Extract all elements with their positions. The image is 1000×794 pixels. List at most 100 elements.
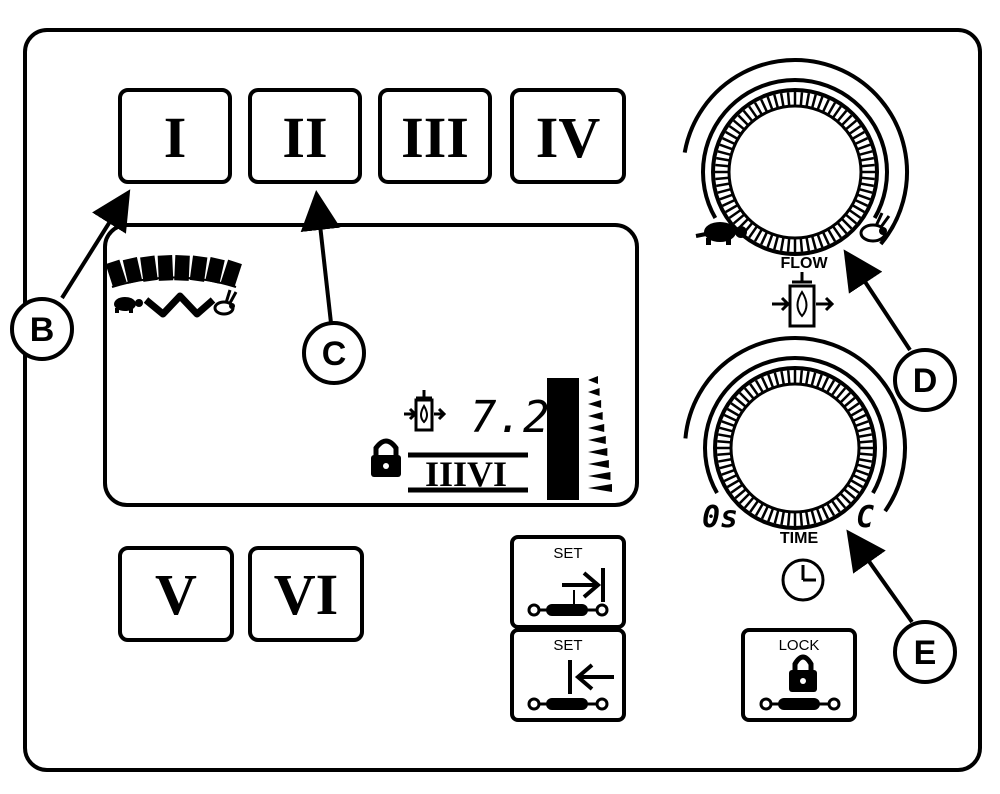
time-dial[interactable] [683, 336, 907, 530]
knurl-tooth [848, 208, 862, 219]
callout-C: C [302, 321, 366, 385]
button-VI-label: VI [274, 562, 338, 627]
knurl-tooth [717, 150, 732, 157]
flow-tick-marks [588, 376, 612, 492]
lcd-flow-value: 7.2 [470, 392, 549, 443]
knurl-tooth [753, 102, 764, 116]
callout-E-leader [846, 529, 914, 624]
flow-tick [588, 400, 602, 408]
cylinder-icon [759, 697, 841, 711]
knurl-tooth [717, 439, 732, 444]
flow-tick [588, 376, 598, 384]
knurl-tooth [825, 502, 836, 517]
knurl-tooth [717, 433, 733, 439]
knurl-tooth [749, 499, 760, 513]
knurl-tooth [860, 163, 875, 168]
rabbit-icon [859, 212, 891, 243]
knurl-tooth [754, 379, 765, 394]
knurl-tooth [843, 488, 856, 500]
knurl-tooth [856, 463, 871, 470]
cylinder-icon [527, 590, 609, 617]
flow-tick [588, 424, 605, 432]
knurl-tooth [742, 109, 754, 123]
time-dial-outer-arc [683, 336, 907, 513]
knurl-tooth [786, 92, 791, 107]
knurl-tooth [844, 119, 858, 131]
knurl-tooth [840, 217, 853, 230]
time-min-label: 0s [702, 500, 738, 535]
set-retract-button[interactable]: SET [510, 628, 626, 722]
speed-bar-segment [105, 259, 127, 287]
knurl-tooth [721, 198, 736, 207]
set-extend-button[interactable]: SET [510, 535, 626, 629]
knurl-tooth [826, 228, 837, 242]
button-I-label: I [164, 105, 187, 170]
knurl-tooth [815, 374, 823, 389]
knurl-tooth [760, 505, 770, 520]
callout-D: D [893, 348, 957, 412]
knurl-tooth [719, 463, 734, 470]
knurl-tooth [831, 225, 842, 239]
knurl-tooth [715, 182, 731, 188]
button-V-label: V [155, 562, 197, 627]
knurl-tooth [810, 372, 817, 387]
knurl-tooth [849, 407, 864, 418]
knurl-tooth [721, 468, 736, 476]
knurl-tooth [844, 213, 858, 225]
knurl-tooth [860, 176, 875, 181]
flow-bar-segment [547, 378, 579, 409]
button-II[interactable]: II [248, 88, 362, 184]
callout-B: B [10, 297, 74, 361]
arrow-to-stop-icon [562, 568, 605, 602]
knurl-tooth [738, 391, 751, 404]
lcd-lock-icon [371, 438, 401, 477]
knurl-tooth [826, 102, 837, 116]
callout-C-letter: C [322, 335, 347, 373]
knurl-tooth [786, 511, 791, 526]
knurl-tooth [854, 468, 869, 476]
knurl-tooth [743, 496, 755, 509]
knurl-tooth [773, 372, 780, 387]
knurl-tooth [804, 510, 810, 526]
knurl-tooth [715, 176, 730, 181]
lock-button[interactable]: LOCK [741, 628, 857, 722]
flow-dial[interactable] [682, 58, 909, 256]
flow-tick [588, 448, 608, 456]
knurl-tooth [821, 231, 830, 246]
knurl-tooth [816, 96, 824, 111]
callout-B-leader [60, 189, 131, 300]
knurl-tooth [858, 187, 873, 194]
flow-bar-segment [547, 439, 579, 470]
button-III[interactable]: III [378, 88, 492, 184]
knurl-tooth [779, 236, 785, 252]
speed-bar-segment [174, 255, 190, 281]
button-V[interactable]: V [118, 546, 234, 642]
knurl-tooth [846, 402, 860, 413]
knurl-tooth [830, 383, 841, 397]
button-IV[interactable]: IV [510, 88, 626, 184]
flow-bar-graph [547, 378, 579, 500]
callout-B-letter: B [30, 311, 55, 349]
time-max-label: C [856, 500, 874, 535]
callout-E-letter: E [914, 634, 937, 672]
knurl-tooth [840, 114, 853, 127]
knurl-tooth [849, 478, 864, 489]
turtle-icon [695, 222, 747, 245]
button-VI[interactable]: VI [248, 546, 364, 642]
button-III-label: III [401, 105, 469, 170]
knurl-tooth [799, 511, 804, 526]
knurl-tooth [732, 119, 746, 131]
knurl-tooth [773, 235, 780, 250]
wave-icon [143, 292, 216, 318]
knurl-tooth [734, 488, 747, 500]
lock-icon [789, 654, 817, 692]
knurl-tooth [835, 387, 847, 400]
knurl-tooth [726, 407, 741, 418]
button-I[interactable]: I [118, 88, 232, 184]
knurl-tooth [717, 457, 733, 463]
knurl-tooth [728, 125, 742, 136]
knurl-tooth [738, 492, 751, 505]
knurl-tooth [799, 237, 804, 252]
knurl-tooth [854, 420, 869, 428]
